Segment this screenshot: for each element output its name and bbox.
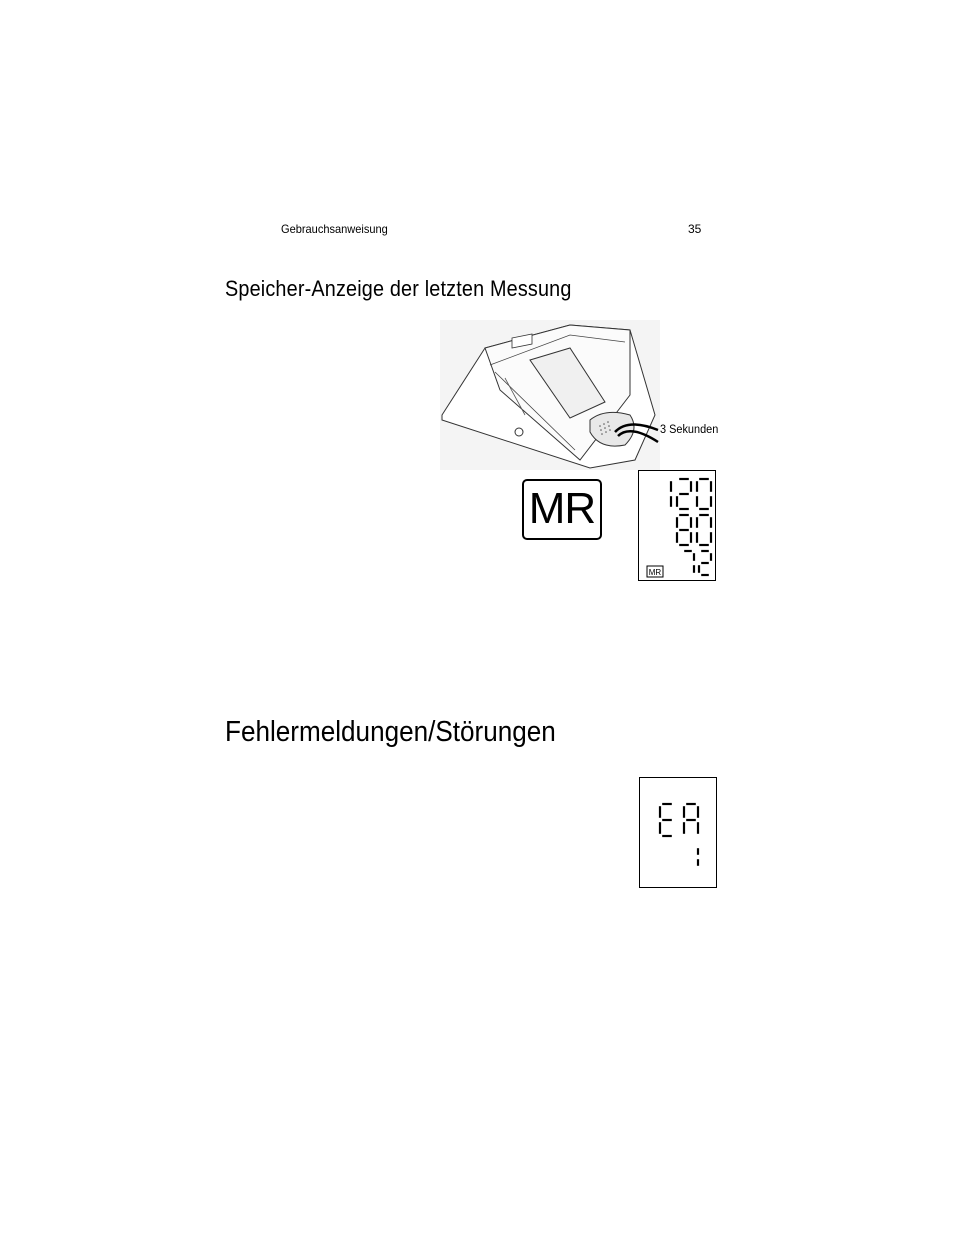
pulse-digit-1 [697, 549, 713, 577]
section-title-memory: Speicher-Anzeige der letzten Messung [225, 276, 572, 301]
systolic-digit-2 [695, 477, 713, 511]
mr-indicator-label: MR [649, 568, 662, 577]
lcd-memory-display: MR [638, 470, 716, 581]
systolic-digit-1 [675, 477, 693, 511]
page-number: 35 [688, 222, 702, 236]
mr-button[interactable]: MR [522, 479, 602, 540]
diastolic-digit-0 [675, 513, 693, 547]
pulse-digit-0 [684, 549, 696, 573]
mr-indicator-icon [646, 565, 664, 578]
lcd-memory-digits: MR [646, 477, 713, 578]
error-code-digit-0 [658, 802, 672, 838]
diastolic-digit-1 [695, 513, 713, 547]
section-title-errors: Fehlermeldungen/Störungen [225, 716, 556, 748]
lcd-error-digits [658, 802, 700, 866]
error-code-digit-1 [682, 802, 700, 834]
hold-duration-caption: 3 Sekunden [660, 424, 719, 436]
mr-button-label: MR [528, 484, 596, 533]
lcd-error-display [639, 777, 717, 888]
blood-pressure-monitor-illustration [440, 320, 660, 470]
document-title: Gebrauchsanweisung [281, 222, 388, 236]
